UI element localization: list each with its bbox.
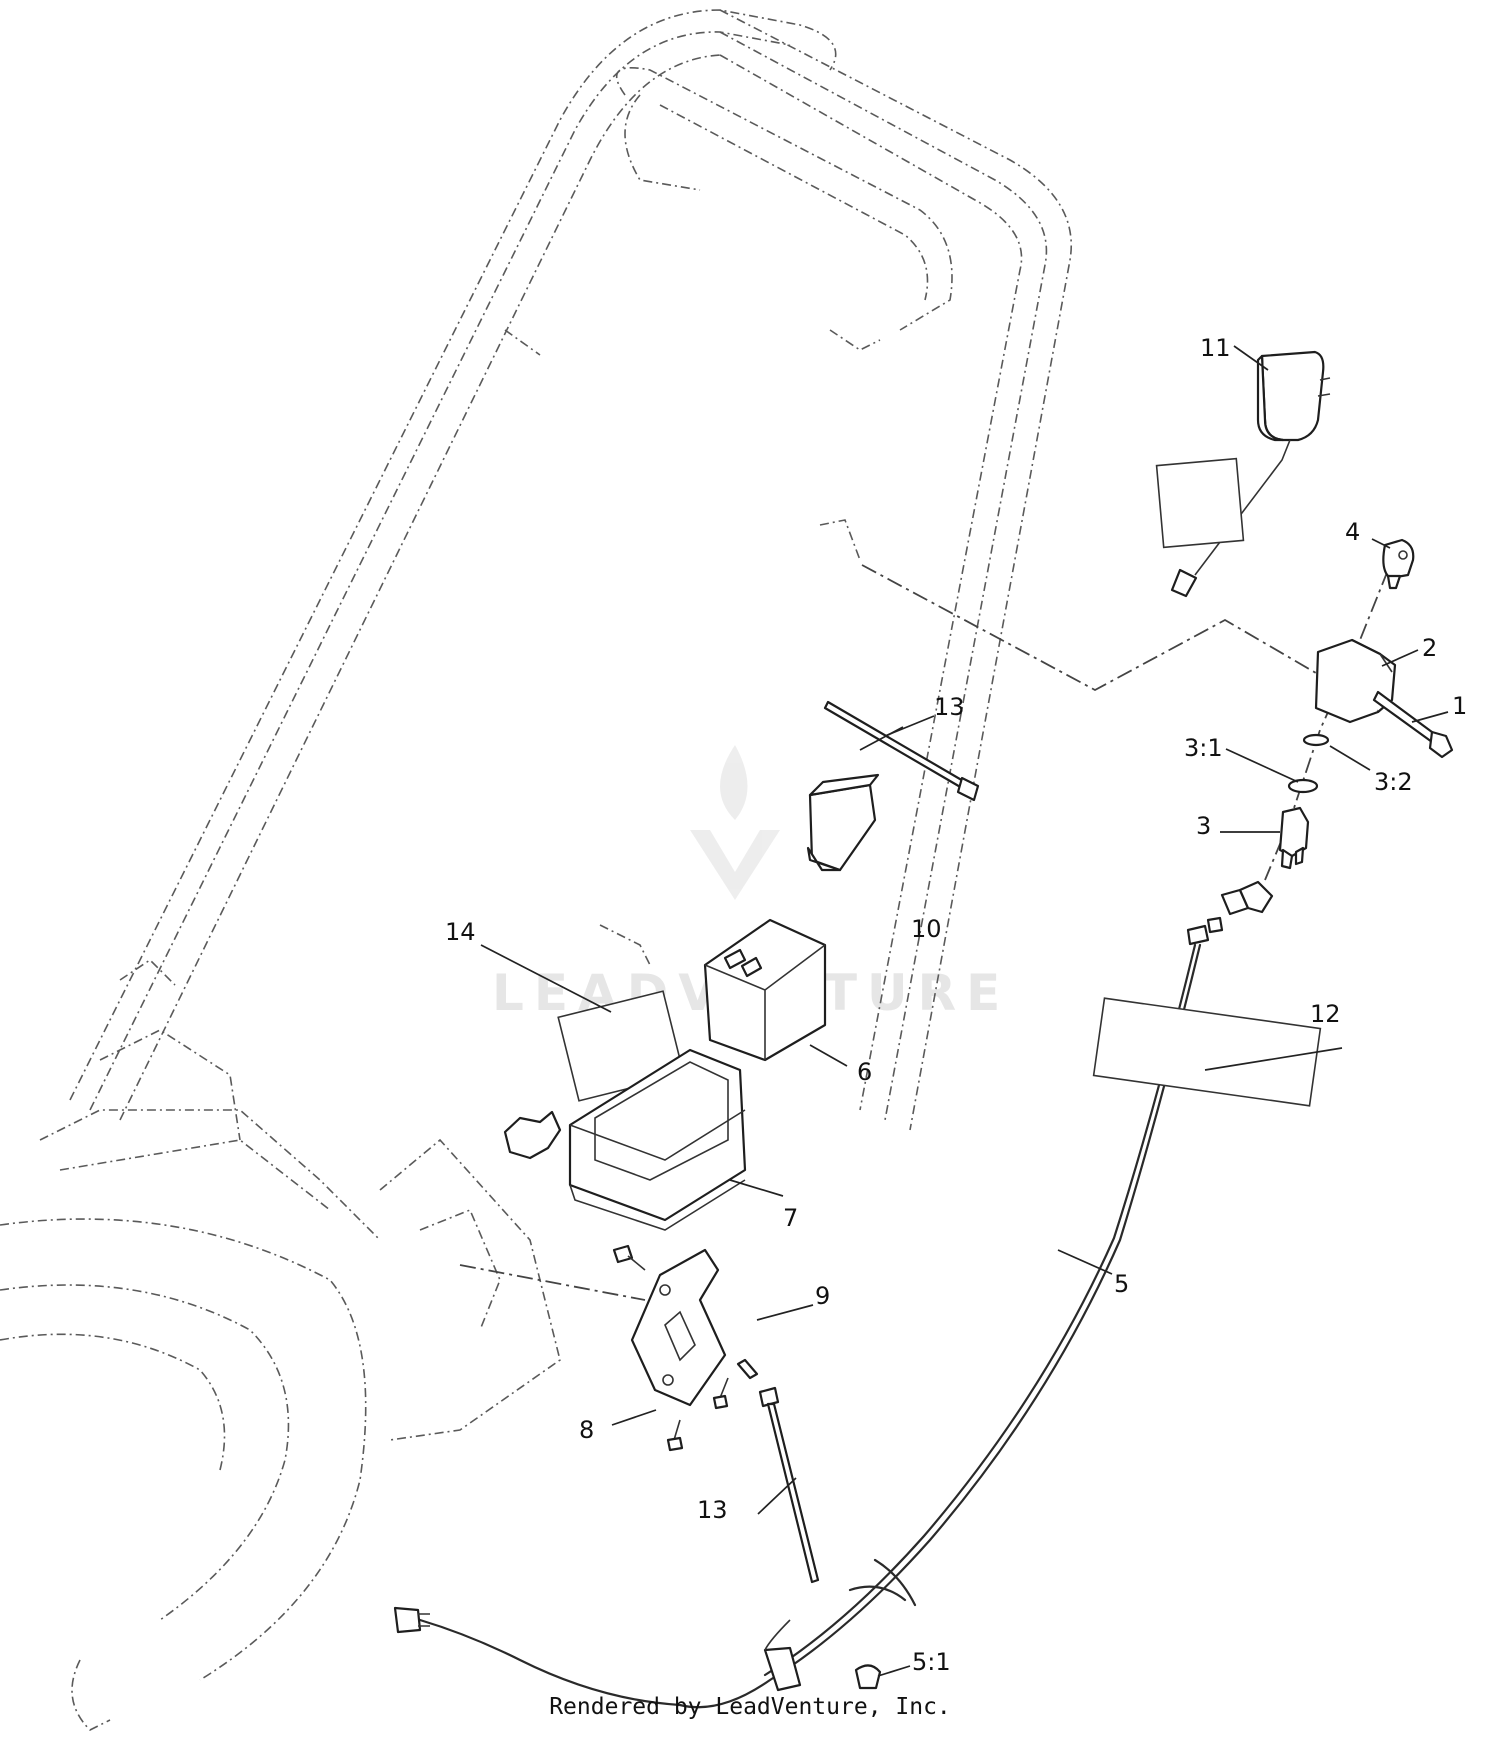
part-3-1-nut [1287,778,1319,794]
part-10-foam [806,773,880,872]
assembly-line-handle-to-key [861,564,1329,692]
callout-7: 7 [783,1204,798,1232]
callout-4: 4 [1345,518,1360,546]
callout-6: 6 [857,1058,872,1086]
callout-10: 10 [911,915,942,943]
callout-13-upper: 13 [934,693,965,721]
callout-5-1: 5:1 [912,1648,951,1676]
part-3-switch [1278,806,1310,870]
part-6-battery [703,918,827,1062]
handle-frame [69,9,1072,1131]
callout-8: 8 [579,1416,594,1444]
callout-2: 2 [1422,634,1437,662]
part-13-cable-tie-upper [823,700,980,802]
part-5-wire-harness [393,943,1202,1709]
part-11-decal [1155,457,1245,549]
callout-3-1: 3:1 [1184,734,1223,762]
callout-3: 3 [1196,812,1211,840]
part-7-battery-cover [568,1048,747,1231]
callout-3-2: 3:2 [1374,768,1413,796]
part-3-2-washer [1302,733,1330,747]
callout-12: 12 [1310,1000,1341,1028]
callout-5: 5 [1114,1270,1129,1298]
part-4-key [1382,538,1415,590]
callout-11: 11 [1200,334,1231,362]
watermark-logo [690,745,780,900]
part-2-switch-housing [1314,638,1397,724]
callout-9: 9 [815,1282,830,1310]
part-5-1-clip [854,1664,882,1690]
callout-14: 14 [445,918,476,946]
harness-connectors [1186,880,1274,946]
part-11-charger [1170,350,1331,598]
part-9-screws [612,1244,759,1452]
part-12-decal [1092,997,1322,1107]
callout-13-lower: 13 [697,1496,728,1524]
footer-credit: Rendered by LeadVenture, Inc. [549,1694,951,1720]
assembly-line-bracket [459,1264,646,1301]
handle-knob [503,1110,562,1160]
part-8-bracket [630,1248,727,1407]
leader-lines [480,345,1449,1677]
part-1-bolt [1372,690,1454,759]
callout-1: 1 [1452,692,1467,720]
mower-deck [0,1029,561,1731]
part-13-cable-tie-lower [758,1386,820,1584]
